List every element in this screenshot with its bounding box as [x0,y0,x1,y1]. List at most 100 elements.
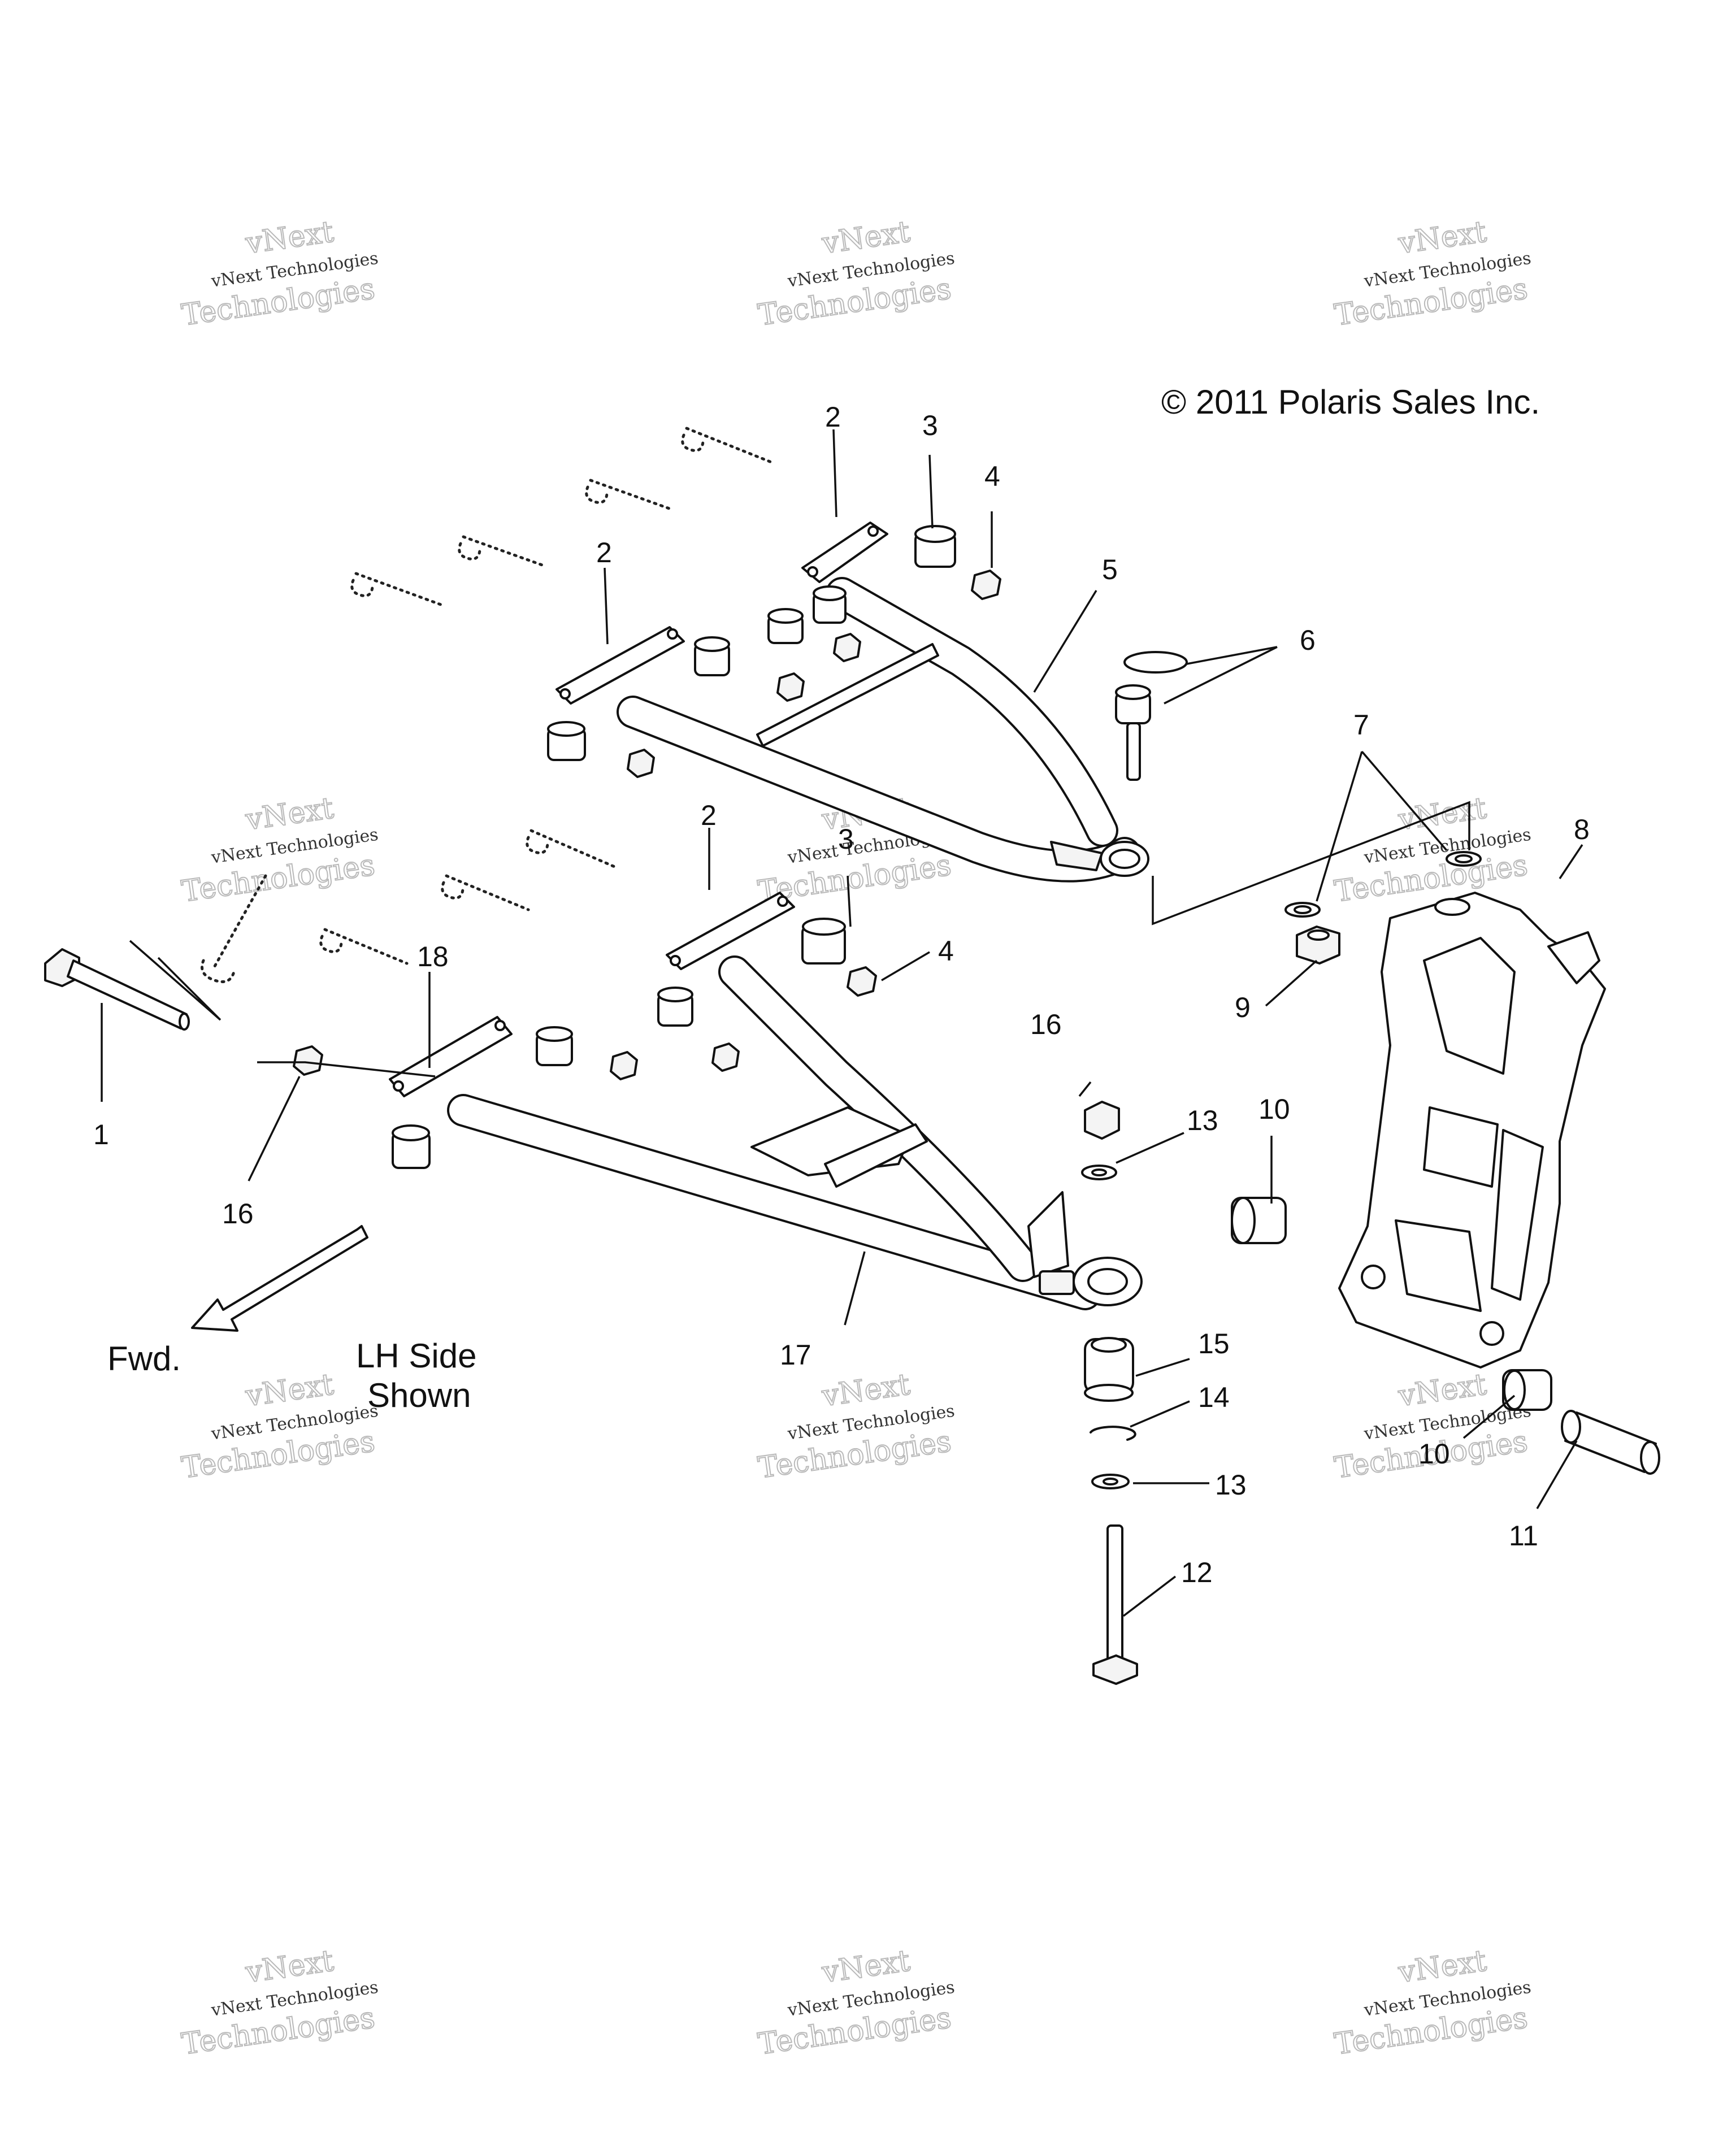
flange-nut [1084,1101,1120,1140]
upper-ghost-bolts [350,427,773,606]
watermark: vNext vNext Technologies Technologies [756,214,956,333]
callout-3: 3 [922,410,938,441]
castle-nut [1296,926,1340,965]
callout-12: 12 [1181,1557,1213,1588]
ghost-bolt-angled [201,874,267,983]
nut [833,633,861,662]
callout-6: 6 [1300,624,1316,656]
svg-text:vNext: vNext [819,1367,912,1413]
callout-1: 1 [93,1119,109,1150]
pivot-bracket [666,892,795,970]
callout-numbers: 2 3 4 5 6 2 7 8 9 2 3 4 18 16 13 10 1 16… [93,401,1590,1588]
watermark: vNext vNext Technologies Technologies [1332,214,1533,333]
callout-2: 2 [596,537,612,568]
ghost-bolt [458,535,547,568]
washer [1081,1165,1117,1180]
pivot-bracket-18 [389,1016,513,1097]
svg-text:vNext: vNext [1396,1944,1488,1989]
callout-5: 5 [1102,554,1118,585]
bushing [694,636,730,676]
upper-a-arm [617,577,1149,883]
callout-2: 2 [701,800,717,831]
pivot-bracket [555,626,685,705]
forward-arrow [191,1225,368,1332]
watermark: vNext vNext Technologies Technologies [179,1943,380,2062]
callout-4: 4 [984,461,1000,492]
callout-14: 14 [1198,1382,1230,1413]
callout-10: 10 [1418,1438,1450,1470]
svg-text:vNext: vNext [1396,791,1488,837]
washer-seal [1284,851,1482,918]
bushing [536,1026,573,1066]
copyright-text: © 2011 Polaris Sales Inc. [1161,383,1540,421]
lower-a-arm-assembly [44,829,1143,1310]
lower-ghost-bolts [201,829,618,983]
ghost-bolt [441,874,530,911]
side-label-line1: LH Side [356,1337,476,1375]
ghost-bolt [526,829,618,869]
svg-text:vNext: vNext [819,215,912,260]
watermark: vNext vNext Technologies Technologies [179,214,380,333]
snap-ring [1090,1426,1136,1441]
lower-a-arm [447,955,1143,1310]
callout-11: 11 [1509,1520,1538,1552]
callout-2: 2 [825,401,841,433]
watermark: vNext vNext Technologies Technologies [179,1367,380,1485]
watermark: vNext vNext Technologies Technologies [1332,1943,1533,2062]
nut [847,966,877,997]
ball-joint-housing [1084,1337,1134,1402]
nut [627,749,655,778]
bushing [813,585,847,624]
watermark: vNext vNext Technologies Technologies [179,790,380,909]
pivot-bracket [801,522,888,583]
washer [1091,1474,1130,1489]
svg-text:vNext: vNext [243,1367,336,1413]
forward-label: Fwd. [107,1340,181,1378]
watermark: vNext vNext Technologies Technologies [756,1943,956,2062]
bushing [767,608,804,644]
callout-10: 10 [1258,1093,1290,1125]
nut [293,1045,323,1076]
callout-15: 15 [1198,1328,1230,1359]
svg-text:vNext: vNext [1396,215,1488,260]
ball-joint [1115,651,1188,781]
pinch-bolt [1092,1524,1138,1685]
callout-4: 4 [938,935,954,967]
callout-9: 9 [1235,992,1251,1023]
callout-8: 8 [1574,814,1590,845]
bushing [801,918,846,965]
bushing [392,1124,431,1169]
upper-a-arm-assembly [350,427,1188,883]
ghost-bolt [350,572,442,606]
watermark: vNext vNext Technologies Technologies [1332,790,1533,909]
callout-13: 13 [1187,1105,1218,1136]
callout-18: 18 [417,941,449,972]
callout-13: 13 [1215,1469,1247,1501]
nut [711,1042,740,1072]
svg-text:vNext: vNext [243,791,336,837]
bolt-long [44,948,190,1031]
svg-text:vNext: vNext [243,215,336,260]
sleeve-tube [1561,1410,1660,1475]
nut [776,672,805,702]
watermark: vNext vNext Technologies Technologies [756,1367,956,1485]
ghost-bolt [319,928,409,965]
side-label-line2: Shown [367,1376,471,1414]
svg-text:vNext: vNext [819,1944,912,1989]
knuckle-bushing [1231,1197,1287,1244]
bushing [914,525,956,568]
callout-7: 7 [1353,709,1369,741]
nut [971,570,1001,600]
ghost-bolt [585,479,674,511]
callout-17: 17 [780,1339,811,1371]
svg-text:vNext: vNext [243,1944,336,1989]
bushing [657,987,693,1027]
leader-lines [101,429,1583,1617]
callout-16: 16 [222,1198,254,1230]
callout-3: 3 [838,823,854,855]
callout-16: 16 [1030,1009,1062,1040]
steering-knuckle [1338,892,1606,1369]
nut [610,1051,638,1080]
